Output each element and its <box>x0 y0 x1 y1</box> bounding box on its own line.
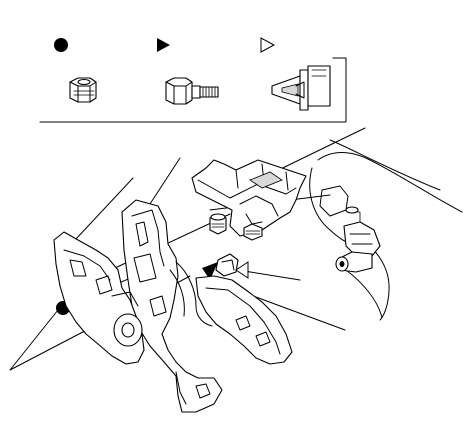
arrow-marker-icon <box>202 262 218 280</box>
filled-triangle-symbol-icon <box>157 38 170 52</box>
fastener-legend <box>39 37 347 123</box>
vehicle-body-outline <box>309 139 463 321</box>
filled-circle-symbol-icon <box>54 38 68 52</box>
center-clip <box>202 253 249 280</box>
upper-bracket <box>191 159 307 241</box>
clip-icon <box>271 65 331 111</box>
mounting-bolt <box>209 213 227 235</box>
outline-triangle-symbol-icon <box>260 37 276 53</box>
lower-right-panel <box>169 261 293 365</box>
legend-frame <box>39 57 347 123</box>
left-panel <box>53 231 145 365</box>
pivot-pin-assembly <box>335 206 381 273</box>
middle-panel <box>121 199 223 413</box>
bolt-icon <box>165 77 219 105</box>
nut-icon <box>69 77 97 103</box>
